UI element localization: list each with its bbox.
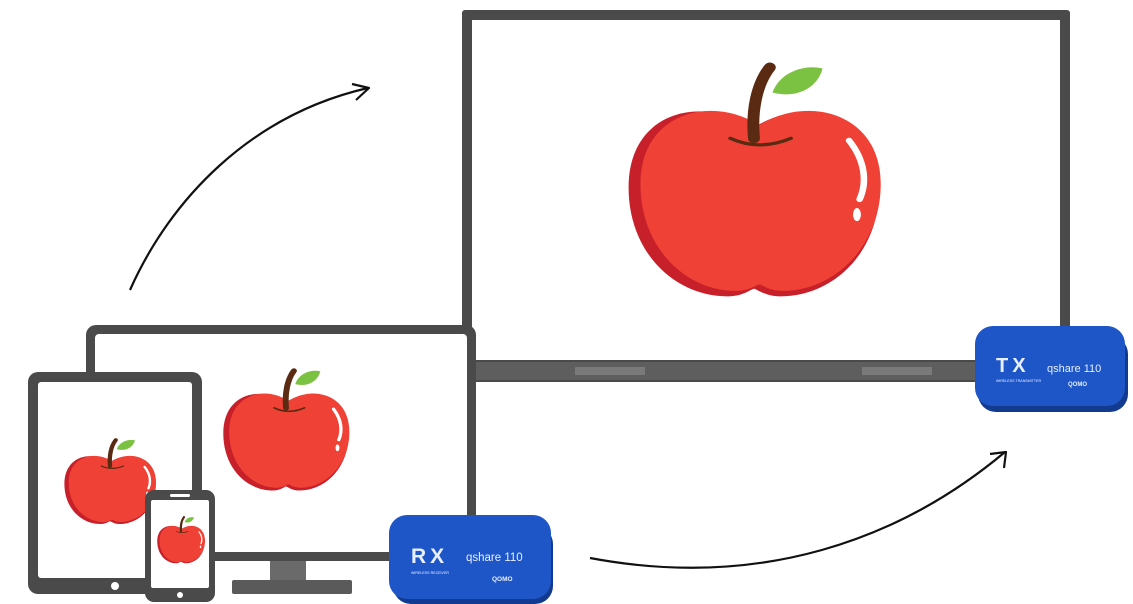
tx-dongle: TX WIRELESS TRANSMITTER qshare 110 QOMO [975, 326, 1128, 412]
rx-badge: RX [411, 545, 448, 568]
phone-home-button [177, 592, 183, 598]
rx-sublabel: WIRELESS RECEIVER [411, 571, 449, 575]
tx-sublabel: WIRELESS TRANSMITTER [996, 379, 1041, 383]
display-speaker-right [862, 367, 932, 375]
rx-brand-logo: QOMO [492, 576, 513, 583]
tx-badge: TX [996, 355, 1030, 377]
rx-product-name: qshare 110 [466, 552, 523, 564]
tx-product-name: qshare 110 [1047, 363, 1101, 375]
tablet-home-button [111, 582, 119, 590]
curved-arrow-icon [130, 84, 369, 290]
interactive-display [462, 10, 1070, 382]
phone-speaker [170, 494, 190, 497]
tx-brand-logo: QOMO [1068, 382, 1087, 388]
smartphone [145, 490, 215, 602]
curved-arrow-icon [590, 452, 1006, 568]
monitor-stand-base [232, 580, 352, 594]
display-speaker-left [575, 367, 645, 375]
rx-dongle: RX WIRELESS RECEIVER qshare 110 QOMO [389, 515, 553, 604]
